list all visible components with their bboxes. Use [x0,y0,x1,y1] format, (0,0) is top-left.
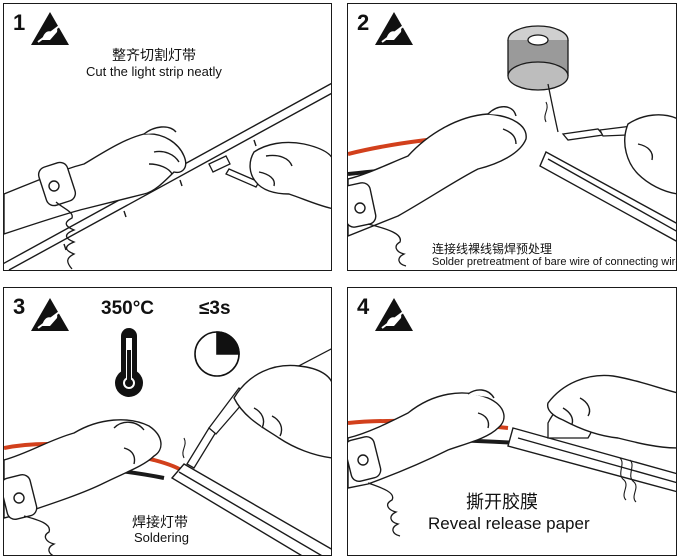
step-3-illustration [4,328,331,555]
time-label: ≤3s [199,298,231,319]
light-strip [170,463,331,555]
step-4-panel: 4 撕开胶膜 Reveal release paper [347,287,677,556]
right-hand [233,364,331,459]
caption-zh: 连接线裸线锡焊预处理 [432,242,553,256]
solder-spool [507,25,569,133]
caption-zh: 焊接灯带 [132,515,188,531]
heat-smoke [544,101,548,123]
ground-cord [367,223,407,267]
cut-tool [208,155,260,188]
ground-cord [23,515,56,555]
step-3-panel: 3 350°C ≤3s 焊接灯带 Soldering [3,287,332,556]
caption-zh: 整齐切割灯带 [112,48,196,64]
esd-warning-icon [375,298,413,331]
heat-smoke [182,437,186,459]
left-hand [348,106,527,237]
step-number: 4 [357,294,370,319]
left-hand [4,419,162,521]
ground-cord [367,482,401,537]
caption-en: Solder pretreatment of bare wire of conn… [432,256,677,268]
right-hand [249,141,331,210]
step-2-panel: 2 连接线裸线锡焊预处理 Solder pretreatment of bare… [347,3,677,271]
left-hand [348,389,505,489]
temperature-label: 350°C [101,298,155,319]
right-hand [546,374,676,449]
step-1-panel: 1 整齐切割灯带 Cut the light strip neatly [3,3,332,271]
break-marks [619,457,637,503]
caption-en: Reveal release paper [428,514,590,533]
caption-en: Cut the light strip neatly [86,64,222,79]
step-number: 1 [13,10,26,35]
esd-warning-icon [31,298,69,331]
step-4-illustration [348,374,676,537]
step-1-illustration [4,82,331,270]
esd-warning-icon [375,12,413,45]
light-strip [507,427,676,493]
step-number: 3 [13,294,26,319]
timer-icon [194,331,240,377]
esd-warning-icon [31,12,69,45]
thermometer-icon [115,328,143,397]
caption-en: Soldering [134,530,189,545]
ground-cord [55,201,76,270]
light-strip [539,151,676,242]
step-2-illustration [348,25,676,267]
step-number: 2 [357,10,370,35]
left-hand [4,126,187,235]
right-hand [624,114,676,195]
caption-zh: 撕开胶膜 [466,492,538,513]
